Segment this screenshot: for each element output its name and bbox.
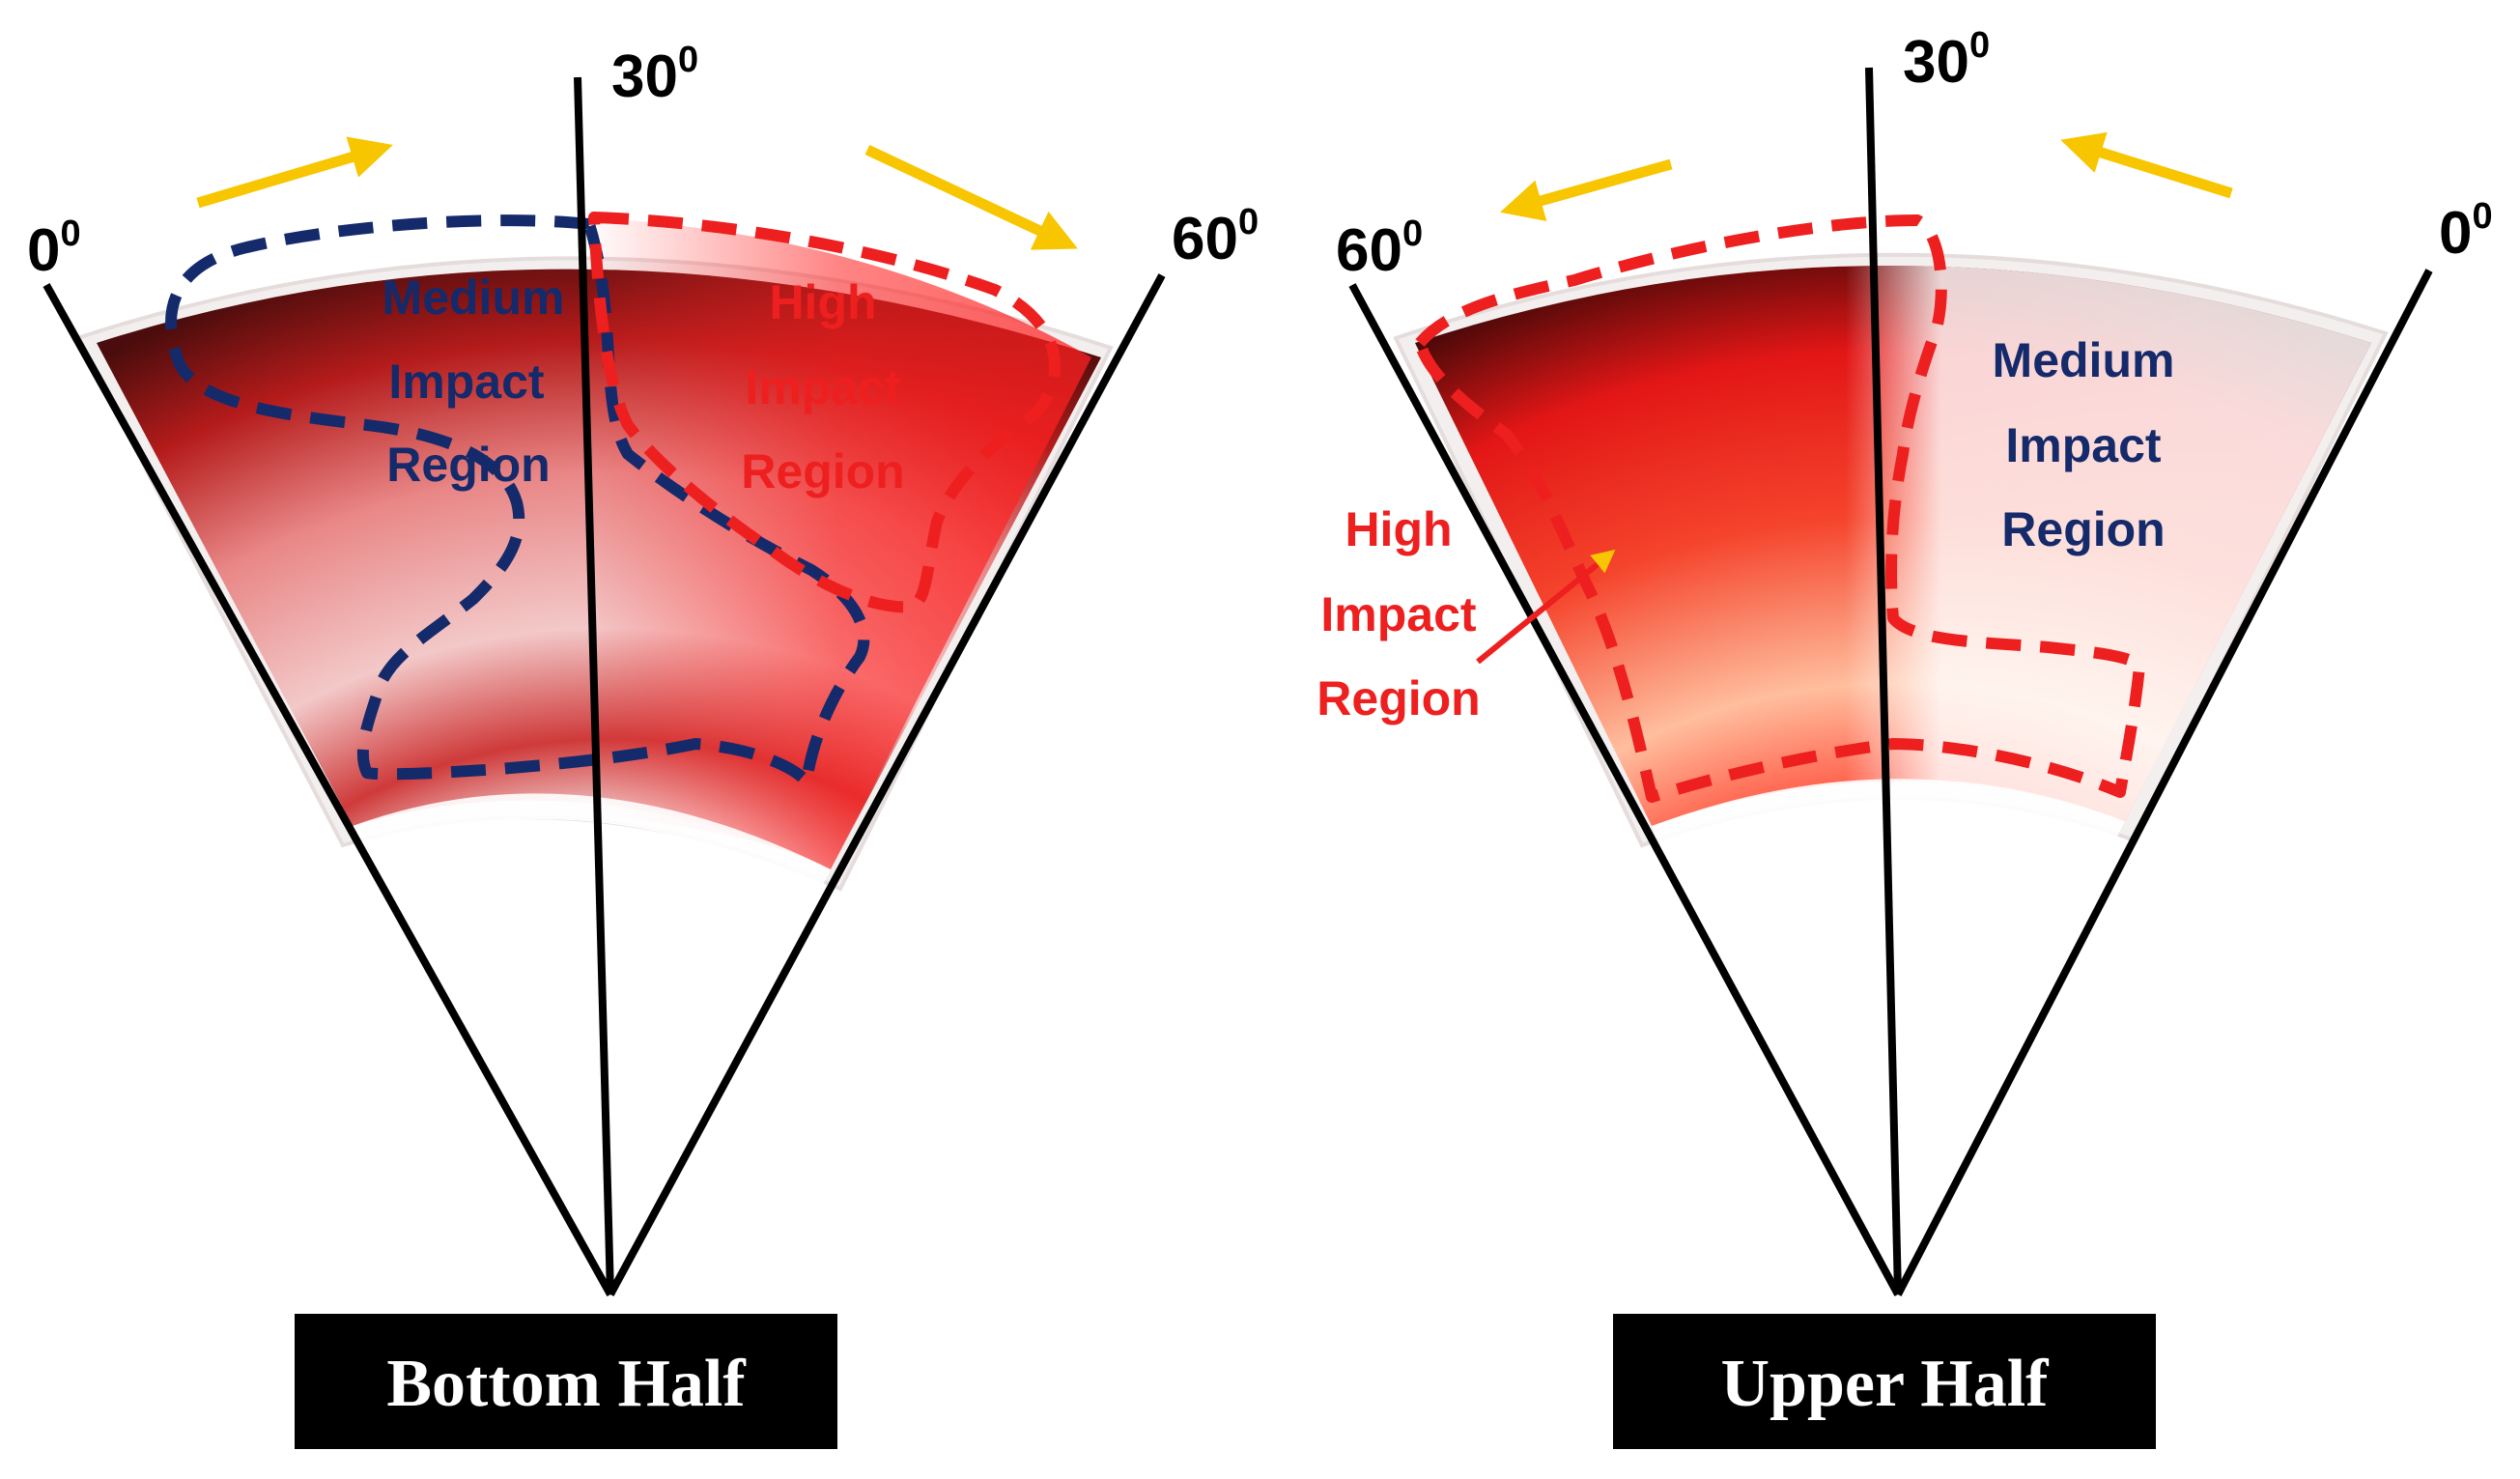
bottom-medium-region-label: Medium Impact Region xyxy=(382,270,565,492)
svg-text:High: High xyxy=(1345,502,1452,556)
upper-angle-label-60: 600 xyxy=(1336,213,1423,284)
upper-ray-30-deg xyxy=(1865,67,1902,1295)
bottom-angle-label-30: 300 xyxy=(611,40,698,110)
svg-text:Impact: Impact xyxy=(2005,418,2162,472)
upper-half-panel: 600 300 00 Medium Impact Region High Imp… xyxy=(1317,25,2493,1449)
bottom-specimen-high-tint xyxy=(584,217,1091,869)
bottom-flow-arrows xyxy=(196,136,1078,250)
upper-angle-label-0: 00 xyxy=(2439,196,2493,267)
svg-text:Impact: Impact xyxy=(1320,587,1477,641)
bottom-ray-60-deg xyxy=(607,273,1166,1296)
bottom-flow-arrow-right xyxy=(864,145,1078,250)
upper-high-impact-outline xyxy=(1414,214,2145,803)
bottom-flow-arrow-left xyxy=(196,136,393,209)
svg-text:Impact: Impact xyxy=(745,360,901,414)
bottom-angle-rays xyxy=(42,76,1166,1296)
svg-text:Region: Region xyxy=(386,438,550,492)
bottom-ray-30-deg xyxy=(574,76,614,1295)
upper-flow-arrow-left xyxy=(1500,158,1673,222)
bottom-high-region-label: High Impact Region xyxy=(741,275,904,498)
bottom-half-panel: 00 300 600 Medium Impact Region High Imp… xyxy=(27,40,1259,1449)
bottom-angle-label-0: 00 xyxy=(27,213,81,284)
upper-specimen-inner-bore xyxy=(1652,779,2125,850)
svg-text:Impact: Impact xyxy=(388,355,545,409)
upper-caption-text: Upper Half xyxy=(1721,1347,2050,1421)
svg-text:Region: Region xyxy=(1317,671,1480,725)
bottom-specimen-inner-bore xyxy=(353,793,831,889)
bottom-caption-box xyxy=(295,1314,837,1449)
bottom-medium-impact-outline xyxy=(165,214,870,788)
upper-high-region-pointer-arrow xyxy=(1476,549,1616,665)
upper-ray-60-deg xyxy=(1348,283,1902,1296)
upper-angle-label-30: 300 xyxy=(1903,25,1990,96)
upper-flow-arrow-right xyxy=(2060,131,2233,199)
svg-text:High: High xyxy=(769,275,876,329)
upper-medium-region-label: Medium Impact Region xyxy=(1993,333,2175,556)
upper-half-caption: Upper Half xyxy=(1613,1314,2156,1449)
svg-text:Region: Region xyxy=(741,444,904,498)
svg-text:Medium: Medium xyxy=(382,270,565,325)
upper-angle-rays xyxy=(1348,67,2433,1296)
bottom-angle-label-60: 600 xyxy=(1172,202,1259,272)
upper-specimen-photo xyxy=(1393,252,2389,850)
upper-high-region-label: High Impact Region xyxy=(1317,502,1480,725)
bottom-half-caption: Bottom Half xyxy=(295,1314,837,1449)
upper-ray-0-deg xyxy=(1894,269,2433,1296)
upper-flow-arrows xyxy=(1500,131,2233,222)
bottom-caption-text: Bottom Half xyxy=(386,1347,746,1421)
bottom-ray-0-deg xyxy=(42,283,614,1296)
svg-text:Region: Region xyxy=(2001,502,2165,556)
upper-caption-box xyxy=(1613,1314,2156,1449)
svg-text:Medium: Medium xyxy=(1993,333,2175,387)
